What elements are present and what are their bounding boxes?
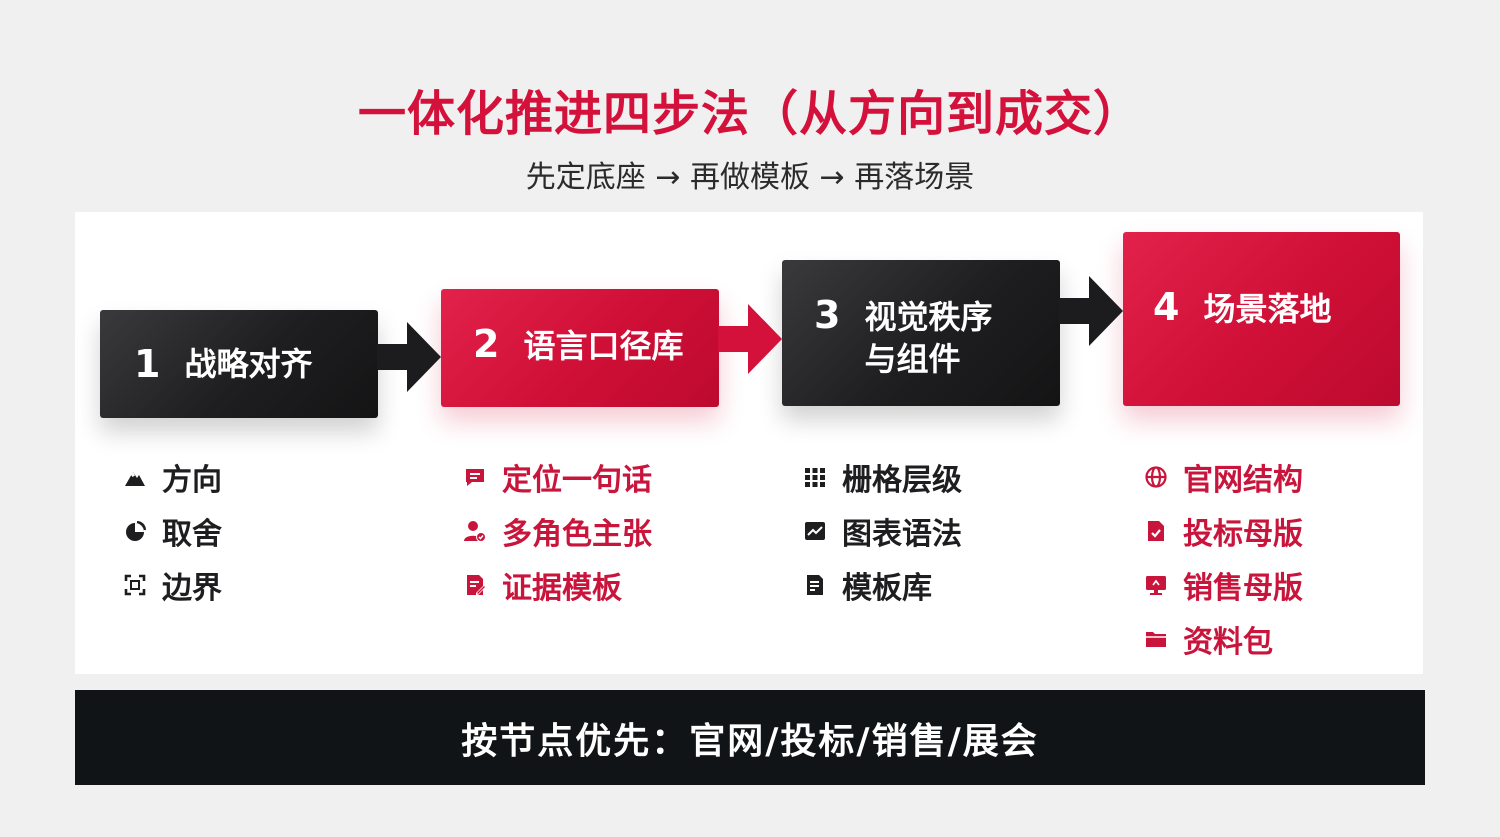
user-check-icon (462, 518, 488, 544)
list-item: 模板库 (802, 563, 932, 607)
list-item: 栅格层级 (802, 455, 962, 499)
file-check-icon (1143, 518, 1169, 544)
list-item: 投标母版 (1143, 509, 1303, 553)
step-1-box: 1 战略对齐 (100, 310, 378, 418)
list-item: 图表语法 (802, 509, 962, 553)
arrow-3-4-icon (1059, 276, 1123, 346)
step-1-label: 战略对齐 (184, 345, 313, 383)
chart-icon (802, 518, 828, 544)
step-2-label: 语言口径库 (523, 327, 684, 365)
step-1-number: 1 (134, 342, 161, 386)
step-4-number: 4 (1153, 285, 1180, 329)
list-item: 边界 (122, 563, 222, 607)
list-item: 证据模板 (462, 563, 622, 607)
step-3-box: 3 视觉秩序 与组件 (782, 260, 1060, 406)
step-3-label-line2: 与组件 (864, 340, 961, 378)
list-item: 资料包 (1143, 617, 1273, 661)
document-edit-icon (462, 572, 488, 598)
arrow-2-3-icon (718, 304, 782, 374)
monitor-icon (1143, 572, 1169, 598)
folder-icon (1143, 626, 1169, 652)
list-item: 取舍 (122, 509, 222, 553)
list-item: 官网结构 (1143, 455, 1303, 499)
step-2-box: 2 语言口径库 (441, 289, 719, 407)
step-4-label: 场景落地 (1203, 290, 1332, 328)
frame-corners-icon (122, 572, 148, 598)
page-subtitle: 先定底座 → 再做模板 → 再落场景 (525, 160, 975, 195)
step-4-box: 4 场景落地 (1123, 232, 1400, 406)
mountain-icon (122, 464, 148, 490)
step-3-label: 视觉秩序 与组件 (864, 296, 992, 380)
grid-icon (802, 464, 828, 490)
list-item: 多角色主张 (462, 509, 652, 553)
list-item: 销售母版 (1143, 563, 1303, 607)
globe-icon (1143, 464, 1169, 490)
bottom-banner: 按节点优先：官网/投标/销售/展会 (75, 690, 1425, 785)
step-2-number: 2 (473, 322, 500, 366)
list-item: 方向 (122, 455, 222, 499)
chat-bubble-icon (462, 464, 488, 490)
arrow-1-2-icon (377, 322, 441, 392)
document-icon (802, 572, 828, 598)
pie-chart-icon (122, 518, 148, 544)
page-title: 一体化推进四步法（从方向到成交） (357, 86, 1142, 142)
step-3-label-line1: 视觉秩序 (864, 298, 993, 336)
list-item: 定位一句话 (462, 455, 652, 499)
step-3-number: 3 (814, 293, 841, 337)
